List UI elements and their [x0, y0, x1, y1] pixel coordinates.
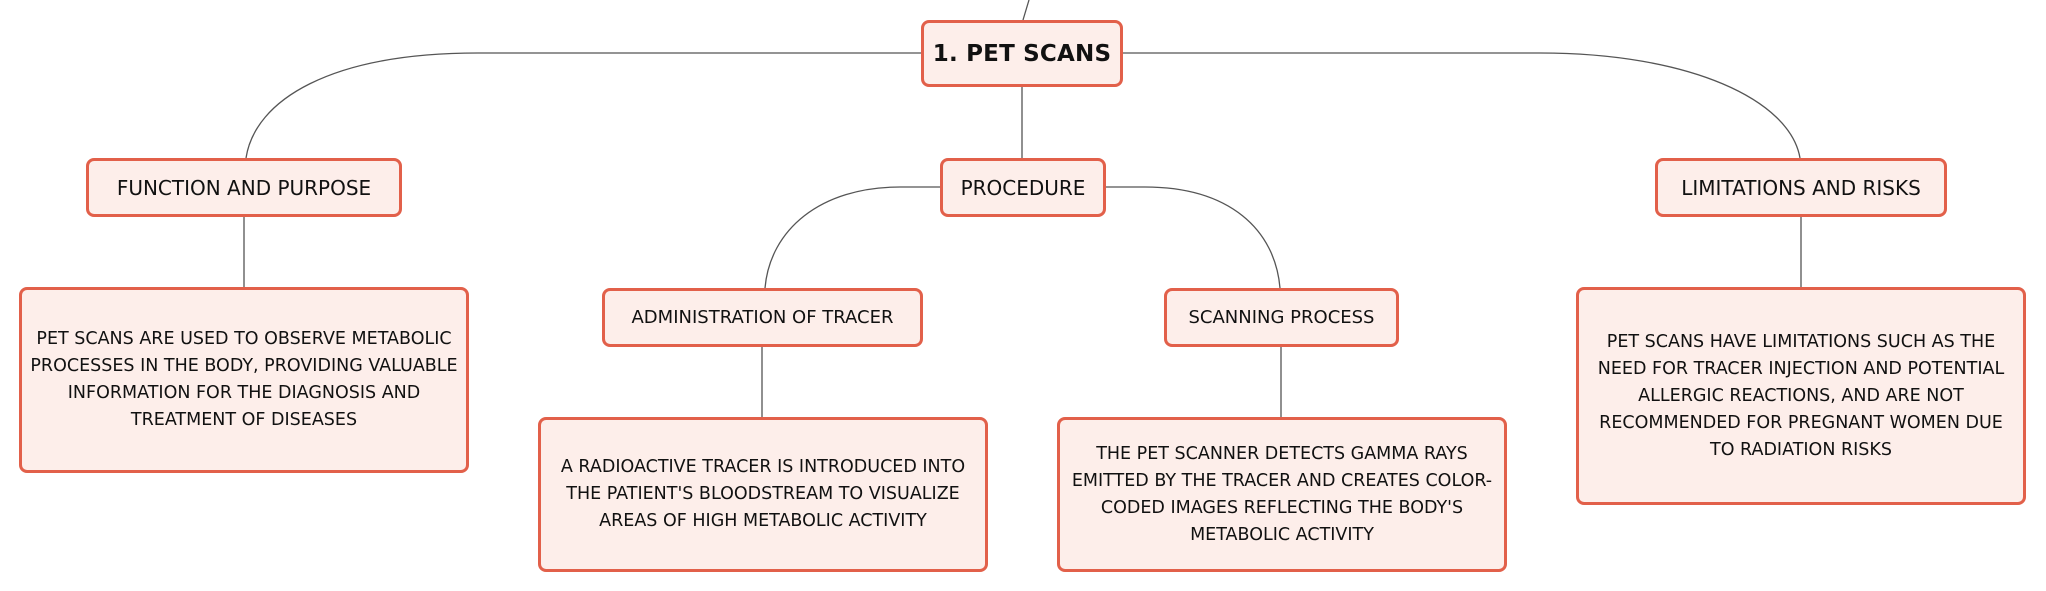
leaf-limitations-and-risks[interactable]: PET SCANS HAVE LIMITATIONS SUCH AS THE N… — [1576, 287, 2026, 505]
node-procedure[interactable]: PROCEDURE — [940, 158, 1106, 217]
connector-root-to-function — [245, 52, 921, 159]
connector-procedure-to-scanning — [1104, 186, 1281, 289]
connector-procedure-to-administration — [764, 186, 940, 289]
connector-root-to-limitations — [1123, 52, 1801, 159]
root-node[interactable]: 1. PET SCANS — [921, 20, 1123, 87]
connector-parent-to-root — [1022, 0, 1030, 21]
node-scanning-process[interactable]: SCANNING PROCESS — [1164, 288, 1399, 347]
node-function-and-purpose[interactable]: FUNCTION AND PURPOSE — [86, 158, 402, 217]
leaf-scanning-process[interactable]: THE PET SCANNER DETECTS GAMMA RAYS EMITT… — [1057, 417, 1507, 572]
leaf-function-and-purpose[interactable]: PET SCANS ARE USED TO OBSERVE METABOLIC … — [19, 287, 469, 473]
leaf-administration-of-tracer[interactable]: A RADIOACTIVE TRACER IS INTRODUCED INTO … — [538, 417, 988, 572]
node-administration-of-tracer[interactable]: ADMINISTRATION OF TRACER — [602, 288, 923, 347]
node-limitations-and-risks[interactable]: LIMITATIONS AND RISKS — [1655, 158, 1947, 217]
